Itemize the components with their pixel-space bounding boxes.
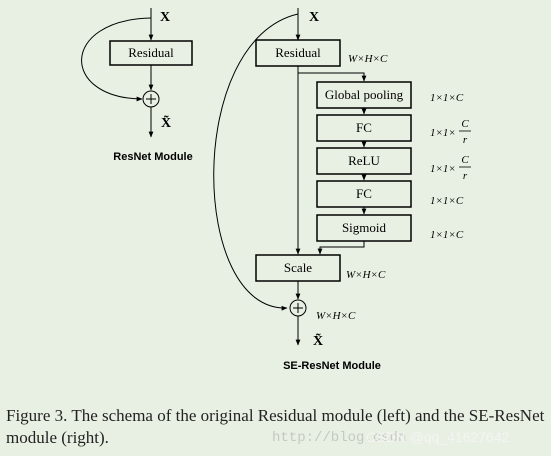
se-branch-arrow [298,72,367,82]
resnet-residual-label: Residual [128,45,174,60]
se-residual-box [255,39,341,67]
resnet-input-label: X [160,10,170,25]
se-skip-connection [213,13,299,311]
svg-text:r: r [463,170,468,182]
resnet-residual-box [109,40,193,66]
diagram-canvas: X Residual X̃ ResNet Module X Residual W… [81,8,471,372]
se-fc1-label: FC [356,120,372,135]
se-fc2-label: FC [356,186,372,201]
se-relu-label: ReLU [348,153,380,168]
svg-text:r: r [463,134,468,146]
resnet-output-label: X̃ [161,114,171,131]
se-residual-label: Residual [275,45,321,60]
svg-text:C: C [461,118,469,130]
figure-caption: Figure 3. The schema of the original Res… [6,406,545,447]
se-sigmoid-dim: 1×1×C [430,229,464,241]
se-resnet-module: X Residual W×H×C Global pooling 1×1×C FC… [213,8,471,372]
se-sigmoid-box [316,214,412,242]
se-sum-node [289,299,307,317]
se-input-label: X [309,10,319,25]
se-fc2-box [316,180,412,208]
blog-watermark: http://blog.csdn [272,430,407,446]
se-sum-dim: W×H×C [316,310,356,322]
resnet-module: X Residual X̃ ResNet Module [81,8,193,163]
se-residual-dim: W×H×C [348,53,388,65]
svg-text:1×1×: 1×1× [430,163,456,175]
se-output-label: X̃ [313,332,323,349]
se-scale-dim: W×H×C [346,269,386,281]
se-fc1-dim: 1×1× C r [430,118,471,146]
se-global-pooling-dim: 1×1×C [430,92,464,104]
se-relu-dim: 1×1× C r [430,154,471,182]
se-sigmoid-to-scale-arrow [317,241,365,255]
resnet-sum-node [142,90,160,108]
resnet-module-title: ResNet Module [113,151,192,163]
svg-text:C: C [461,154,469,166]
resnet-skip-connection [81,17,152,102]
se-scale-label: Scale [284,260,312,275]
se-resnet-module-title: SE-ResNet Module [283,360,381,372]
se-sigmoid-label: Sigmoid [342,220,387,235]
csdn-watermark: CSDN @qq_41627642 [366,429,510,445]
se-global-pooling-label: Global pooling [325,87,404,102]
se-fc2-dim: 1×1×C [430,195,464,207]
se-scale-box [255,254,341,282]
svg-text:1×1×: 1×1× [430,127,456,139]
